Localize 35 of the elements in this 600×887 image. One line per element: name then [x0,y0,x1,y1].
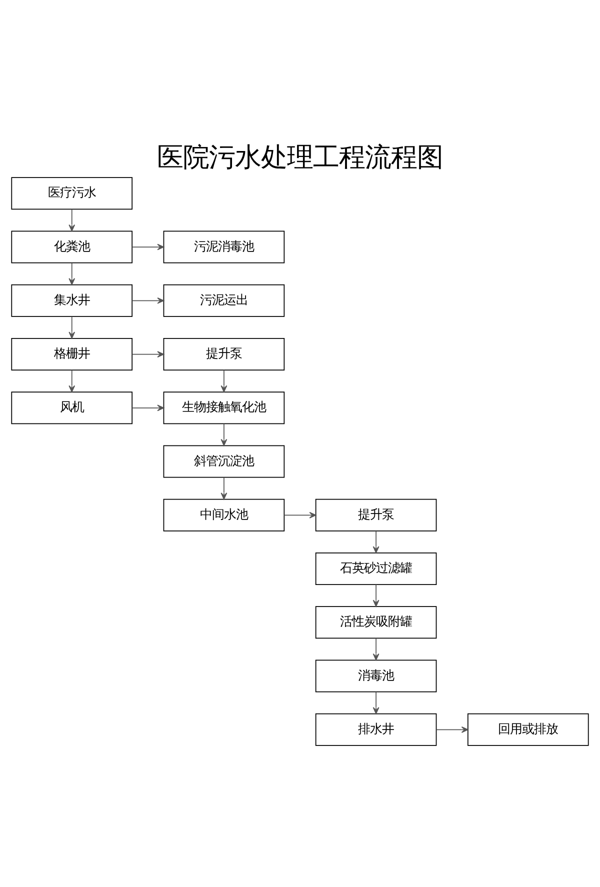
arrow [372,691,380,714]
node-box: 消毒池 [315,660,437,692]
arrow [68,208,76,232]
node-box: 化粪池 [11,230,133,264]
node-box: 回用或排放 [467,713,589,746]
node-box: 活性炭吸附罐 [315,606,437,639]
node-box: 格栅井 [11,338,133,371]
arrow [132,404,164,412]
node-box: 生物接触氧化池 [163,392,285,424]
diagram-title: 医院污水处理工程流程图 [157,143,443,174]
node-box: 污泥消毒池 [163,230,285,264]
node-box: 集水井 [11,284,133,317]
arrow [68,370,76,392]
arrow [220,423,228,446]
arrow [220,476,228,500]
node-box: 提升泵 [163,338,285,371]
arrow [132,244,164,250]
arrow [68,316,76,339]
node-box: 风机 [11,392,133,424]
arrow [284,512,316,518]
node-box: 提升泵 [315,498,437,532]
node-box: 中间水池 [163,498,285,532]
arrow [372,638,380,660]
node-box: 污泥运出 [163,284,285,317]
node-box: 排水井 [315,713,437,746]
node-box: 医疗污水 [11,177,133,210]
arrow [132,297,164,304]
arrow [220,370,228,392]
arrow [372,530,380,554]
arrow [68,262,76,286]
arrow [372,584,380,607]
node-box: 石英砂过滤罐 [315,552,437,586]
node-box: 斜管沉淀池 [163,445,285,478]
arrow [436,726,468,733]
arrow [132,351,164,358]
